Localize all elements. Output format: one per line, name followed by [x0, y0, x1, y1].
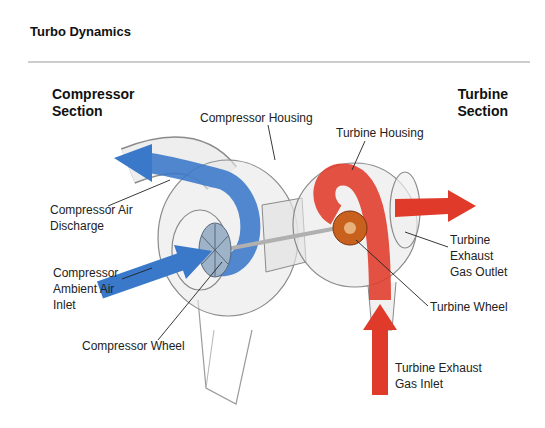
part-label: Turbine Housing	[336, 125, 446, 141]
title-rule	[28, 62, 530, 63]
diagram-title: Turbo Dynamics	[30, 24, 330, 40]
leader-line	[158, 262, 222, 340]
part-label: Compressor Air Discharge	[50, 202, 142, 234]
exhaust-flow-arrow	[324, 175, 380, 300]
part-label: Compressor Ambient Air Inlet	[53, 265, 125, 313]
section-heading: Turbine Section	[438, 86, 508, 120]
leader-line	[108, 180, 170, 206]
turbo-shaft	[222, 226, 348, 250]
exhaust-flow-arrow	[395, 190, 476, 222]
exhaust-flow-arrow	[363, 304, 397, 395]
part-label: Turbine Exhaust Gas Inlet	[395, 360, 491, 392]
compressor-wheel	[202, 224, 228, 276]
leader-line	[122, 268, 152, 279]
section-heading: Compressor Section	[52, 86, 164, 120]
leader-line	[356, 240, 428, 306]
air-flow-arrow	[114, 144, 152, 182]
leader-line	[268, 125, 275, 160]
part-label: Turbine Exhaust Gas Outlet	[450, 232, 514, 280]
leader-line	[405, 232, 448, 247]
part-label: Compressor Housing	[200, 110, 330, 126]
part-label: Turbine Wheel	[430, 299, 530, 315]
turbine-wheel	[344, 222, 356, 234]
part-label: Compressor Wheel	[82, 338, 202, 354]
turbine-wheel	[333, 211, 367, 245]
mount-bracket	[206, 330, 214, 388]
leader-line	[352, 141, 365, 170]
